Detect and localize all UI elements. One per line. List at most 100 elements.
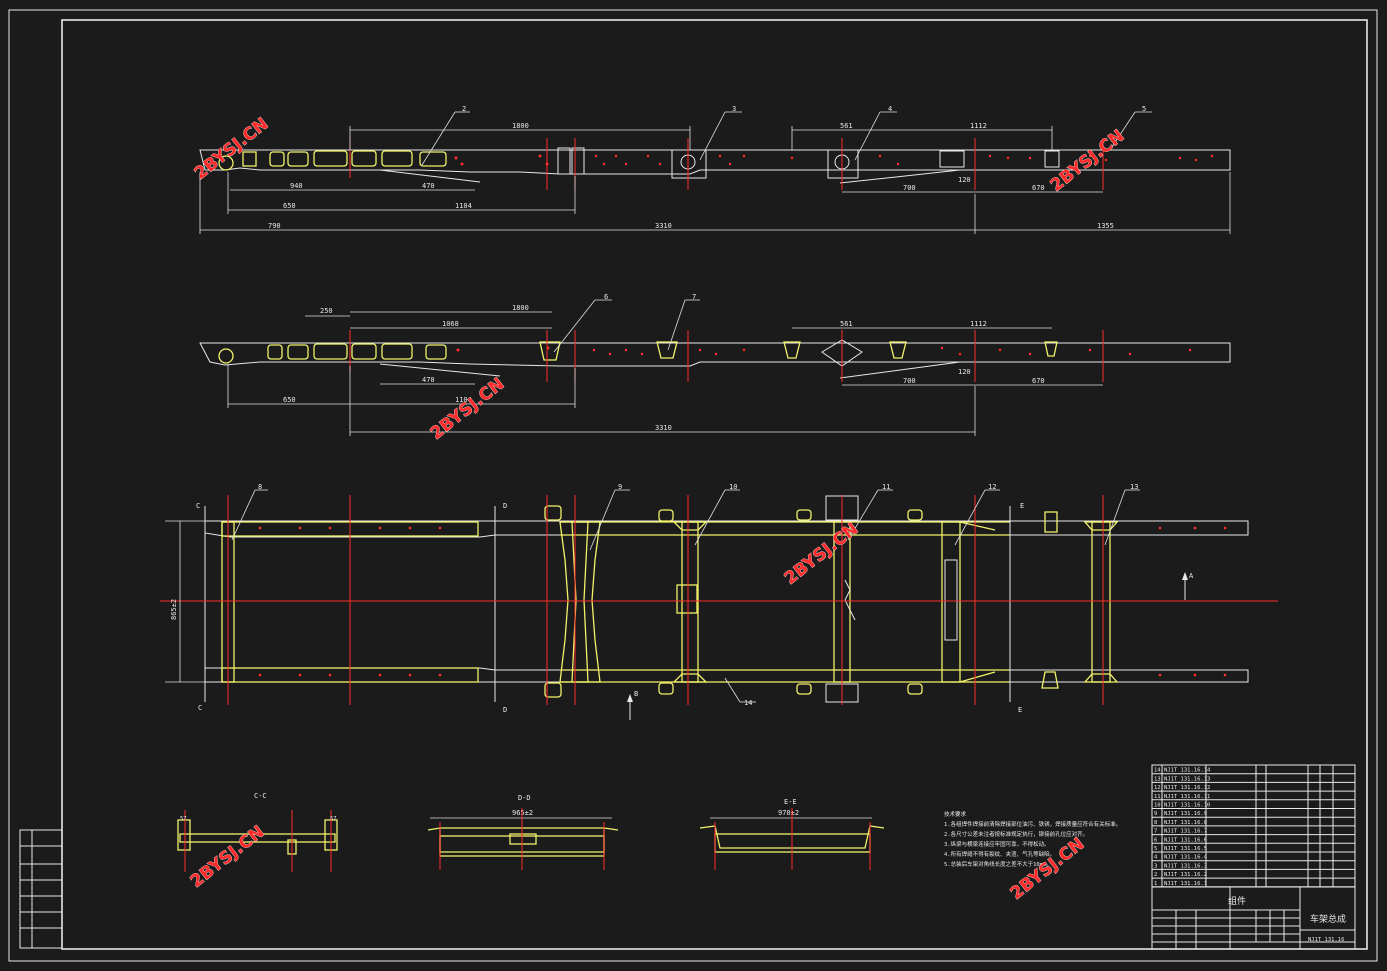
bom-row-code: NJ1T 131.16.4 — [1164, 855, 1208, 861]
dim-1800-mid: 1800 — [512, 304, 529, 312]
technical-notes: 技术要求 1.各组焊件焊接前清除焊接部位油污、铁锈，焊接质量应符合有关标准。 2… — [944, 810, 1121, 868]
dim-700: 700 — [903, 184, 916, 192]
bom-row-number: 4 — [1154, 855, 1158, 861]
bom-row-code: NJ1T 131.16.7 — [1164, 829, 1207, 835]
bom-row-code: NJ1T 131.16.14 — [1164, 768, 1211, 774]
bom-row-code: NJ1T 131.16.1 — [1164, 881, 1207, 887]
bom-row-number: 2 — [1154, 872, 1157, 878]
bom-row-code: NJ1T 131.16.10 — [1164, 803, 1210, 809]
title-group: 组件 — [1228, 895, 1246, 907]
balloon-8: 8 — [258, 483, 262, 491]
section-e-e: E-E 970±2 — [699, 798, 885, 870]
dim-470-mid: 470 — [422, 376, 435, 384]
balloon-4: 4 — [888, 105, 892, 113]
bom-row-number: 8 — [1154, 820, 1157, 826]
section-mark-e-bottom: E — [1018, 706, 1022, 714]
svg-text:E-E: E-E — [784, 798, 797, 806]
dim-120: 120 — [958, 176, 971, 184]
bom-row-code: NJ1T 131.16.8 — [1164, 820, 1207, 826]
dim-940: 940 — [290, 182, 303, 190]
balloon-7: 7 — [692, 293, 696, 301]
svg-text:5.总装后车架对角线长度之差不大于10mm。: 5.总装后车架对角线长度之差不大于10mm。 — [944, 860, 1052, 868]
bom-row-number: 7 — [1154, 829, 1157, 835]
balloon-12: 12 — [988, 483, 996, 491]
title-drawing-name: 车架总成 — [1310, 913, 1346, 925]
section-c-c: C-C 57 57 — [177, 792, 338, 872]
dim-1104-mid: 1104 — [455, 396, 472, 404]
watermark-layer: 2BYSJ.CN 2BYSJ.CN 2BYSJ.CN 2BYSJ.CN 2BYS… — [186, 114, 1128, 904]
drawing-frame — [8, 9, 1378, 962]
plan-width-dim: 865±2 — [170, 599, 178, 620]
balloon-13: 13 — [1130, 483, 1138, 491]
balloon-10: 10 — [729, 483, 737, 491]
dim-650: 650 — [283, 202, 296, 210]
svg-text:4.所有焊缝不得有裂纹、夹渣、气孔等缺陷。: 4.所有焊缝不得有裂纹、夹渣、气孔等缺陷。 — [944, 850, 1055, 858]
dim-1112-mid: 1112 — [970, 320, 987, 328]
bom-row-code: NJ1T 131.16.11 — [1164, 794, 1210, 800]
svg-text:1.各组焊件焊接前清除焊接部位油污、铁锈，焊接质量应符合有关: 1.各组焊件焊接前清除焊接部位油污、铁锈，焊接质量应符合有关标准。 — [944, 820, 1121, 828]
dim-1068: 1068 — [442, 320, 459, 328]
dim-3310: 3310 — [655, 222, 672, 230]
view-arrow-a: A — [1189, 572, 1194, 580]
section-mark-c-bottom: C — [198, 704, 202, 712]
section-mark-e-top: E — [1020, 502, 1024, 510]
dim-1104: 1104 — [455, 202, 472, 210]
svg-text:2BYSJ.CN: 2BYSJ.CN — [427, 374, 509, 444]
dim-700-mid: 700 — [903, 377, 916, 385]
dim-1112: 1112 — [970, 122, 987, 130]
bom-row-number: 13 — [1154, 776, 1161, 782]
dim-561-mid: 561 — [840, 320, 853, 328]
dim-790: 790 — [268, 222, 281, 230]
bom-row-code: NJ1T 131.16.12 — [1164, 785, 1210, 791]
bom-row-code: NJ1T 131.16.5 — [1164, 846, 1207, 852]
section-c-dim-left: 57 — [180, 816, 187, 822]
bom-row-number: 5 — [1154, 846, 1157, 852]
balloon-11: 11 — [882, 483, 890, 491]
svg-text:2BYSJ.CN: 2BYSJ.CN — [187, 822, 269, 892]
dim-670: 670 — [1032, 184, 1045, 192]
svg-text:C-C: C-C — [254, 792, 267, 800]
balloon-5: 5 — [1142, 105, 1146, 113]
section-mark-c-top: C — [196, 502, 200, 510]
bom-row-number: 14 — [1154, 768, 1161, 774]
balloon-9: 9 — [618, 483, 622, 491]
bom-row-number: 11 — [1154, 794, 1161, 800]
balloon-3: 3 — [732, 105, 736, 113]
dim-1800: 1800 — [512, 122, 529, 130]
plan-view: 865±2 C C D D E E A B 8 9 10 11 12 13 14 — [160, 483, 1278, 720]
bom-row-code: NJ1T 131.16.13 — [1164, 776, 1210, 782]
dim-120-mid: 120 — [958, 368, 971, 376]
side-view-middle: 6 7 250 1800 1068 561 1112 470 1104 700 … — [199, 293, 1231, 436]
bom-row-number: 6 — [1154, 837, 1157, 843]
svg-text:2.各尺寸公差未注者按标准规定执行，铆接前孔位应对齐。: 2.各尺寸公差未注者按标准规定执行，铆接前孔位应对齐。 — [944, 830, 1088, 838]
svg-text:2BYSJ.CN: 2BYSJ.CN — [191, 114, 273, 184]
bom-row-code: NJ1T 131.16.3 — [1164, 863, 1207, 869]
balloon-6: 6 — [604, 293, 608, 301]
view-arrow-b: B — [634, 690, 638, 698]
dim-670-mid: 670 — [1032, 377, 1045, 385]
bom-row-code: NJ1T 131.16.2 — [1164, 872, 1207, 878]
title-block: 组件 车架总成 NJ1T 131.16 — [1151, 886, 1356, 950]
dim-250: 250 — [320, 307, 333, 315]
bom-row-number: 3 — [1154, 863, 1157, 869]
section-c-dim-right: 57 — [330, 816, 337, 822]
dim-3310-mid: 3310 — [655, 424, 672, 432]
dim-650-mid: 650 — [283, 396, 296, 404]
balloon-14: 14 — [744, 699, 752, 707]
svg-text:3.纵梁与横梁连接应牢固可靠，不得松动。: 3.纵梁与横梁连接应牢固可靠，不得松动。 — [944, 840, 1050, 848]
balloon-2: 2 — [462, 105, 466, 113]
dim-1355: 1355 — [1097, 222, 1114, 230]
dim-561: 561 — [840, 122, 853, 130]
bom-row-code: NJ1T 131.16.6 — [1164, 837, 1207, 843]
section-d-dim: 965±2 — [512, 809, 533, 817]
bom-row-number: 9 — [1154, 811, 1157, 817]
side-view-top: 2 3 4 5 1800 561 1112 940 470 650 1104 7… — [199, 105, 1231, 234]
bom-row-number: 10 — [1154, 803, 1161, 809]
section-d-d: D-D 965±2 — [427, 794, 619, 870]
bom-row-number: 12 — [1154, 785, 1161, 791]
svg-text:D-D: D-D — [518, 794, 531, 802]
dim-470: 470 — [422, 182, 435, 190]
bom-row-code: NJ1T 131.16.9 — [1164, 811, 1207, 817]
bom-row-number: 1 — [1154, 881, 1157, 887]
